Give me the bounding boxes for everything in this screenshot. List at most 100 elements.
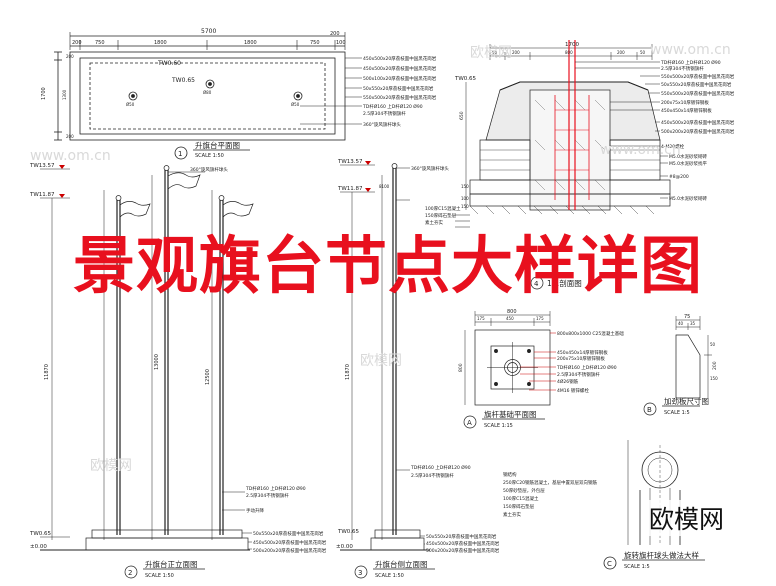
svg-text:450x450x14厚镀锌钢板: 450x450x14厚镀锌钢板 bbox=[557, 349, 608, 356]
svg-text:4M16 镀锌螺栓: 4M16 镀锌螺栓 bbox=[557, 387, 589, 394]
rib-text: 75 40 35 200 50 150 B 加劲板尺寸图 SCALE 1:5 bbox=[647, 314, 718, 416]
svg-text:650: 650 bbox=[459, 111, 465, 120]
view-number-circle bbox=[643, 402, 657, 416]
foundation-text: 800 175 450 175 800 800x800x1000 C25混凝土基… bbox=[458, 309, 624, 429]
svg-text:750: 750 bbox=[310, 40, 320, 46]
svg-text:Ø50: Ø50 bbox=[291, 102, 300, 107]
svg-text:A: A bbox=[467, 419, 472, 427]
watermark: 欧模网 bbox=[360, 353, 402, 369]
svg-text:200x75x10厚镀锌钢板: 200x75x10厚镀锌钢板 bbox=[557, 355, 605, 362]
svg-text:550x500x20厚荔枝面中国黑花岗岩: 550x500x20厚荔枝面中国黑花岗岩 bbox=[661, 73, 735, 80]
svg-text:1700: 1700 bbox=[41, 87, 47, 100]
svg-text:1: 1 bbox=[178, 150, 182, 158]
svg-text:450x500x20厚荔枝面中国黑花岗岩: 450x500x20厚荔枝面中国黑花岗岩 bbox=[363, 65, 437, 72]
svg-text:150厚碎石垫层: 150厚碎石垫层 bbox=[503, 503, 535, 510]
svg-text:800x800x1000 C25混凝土基础: 800x800x1000 C25混凝土基础 bbox=[557, 330, 624, 337]
svg-text:800: 800 bbox=[565, 50, 573, 55]
svg-text:500x100x20厚荔枝面中国黑花岗岩: 500x100x20厚荔枝面中国黑花岗岩 bbox=[363, 75, 437, 82]
foundation-plan bbox=[463, 311, 556, 429]
svg-text:50: 50 bbox=[710, 342, 716, 347]
elevation-mark: TW0.65 bbox=[454, 76, 477, 82]
elevation-mark: TW13.57 bbox=[337, 159, 363, 165]
svg-text:550x500x20厚荔枝面中国黑花岗岩: 550x500x20厚荔枝面中国黑花岗岩 bbox=[363, 94, 437, 101]
view-title: 1-1剖面图 bbox=[547, 278, 582, 288]
section-text: 1700 50 200 800 200 50 TW0.65 650 150 10… bbox=[425, 42, 735, 288]
svg-text:50x550x20厚荔枝面中国黑花岗岩: 50x550x20厚荔枝面中国黑花岗岩 bbox=[426, 533, 497, 540]
rib-plate-view bbox=[643, 316, 712, 416]
svg-text:100: 100 bbox=[336, 40, 346, 46]
svg-text:175: 175 bbox=[477, 316, 485, 321]
svg-text:SCALE 1:50: SCALE 1:50 bbox=[375, 573, 404, 579]
svg-text:TD杆Ø160 上D杆Ø120 Ø90: TD杆Ø160 上D杆Ø120 Ø90 bbox=[660, 59, 721, 66]
svg-text:100: 100 bbox=[461, 196, 469, 201]
svg-text:M5.0水泥砂浆砌砖: M5.0水泥砂浆砌砖 bbox=[669, 195, 708, 202]
svg-text:素土夯实: 素土夯实 bbox=[425, 219, 443, 226]
svg-text:2: 2 bbox=[128, 569, 132, 577]
view-number-circle bbox=[354, 565, 368, 579]
platform-outline bbox=[69, 51, 346, 141]
pole-base bbox=[128, 91, 138, 101]
banner-title: 景观旗台节点大样详图 bbox=[72, 229, 703, 302]
view-number-circle bbox=[603, 556, 617, 570]
svg-text:B: B bbox=[647, 406, 652, 414]
flagpole-center bbox=[163, 165, 170, 535]
svg-text:100厚C15混凝土: 100厚C15混凝土 bbox=[425, 205, 461, 212]
ball-text: C 旋转旗杆球头做法大样 SCALE 1:5 bbox=[607, 550, 699, 570]
svg-text:2.5厚304不锈钢旗杆: 2.5厚304不锈钢旗杆 bbox=[363, 110, 406, 117]
view-number-circle bbox=[530, 276, 544, 290]
svg-text:C: C bbox=[607, 560, 612, 568]
watermark: www.om.cn bbox=[600, 142, 681, 158]
elevation-mark: TW0.65 bbox=[337, 529, 360, 535]
svg-text:12500: 12500 bbox=[205, 369, 211, 385]
svg-text:50: 50 bbox=[640, 50, 646, 55]
svg-text:素土夯实: 素土夯实 bbox=[503, 511, 521, 518]
svg-text:50厚砂垫层，外包层: 50厚砂垫层，外包层 bbox=[503, 487, 545, 494]
svg-text:250厚C20钢筋混凝土，基层中置双层双向钢筋: 250厚C20钢筋混凝土，基层中置双层双向钢筋 bbox=[503, 479, 597, 486]
flag-center bbox=[167, 172, 201, 190]
platform-edge bbox=[89, 62, 326, 130]
view-title: 加劲板尺寸图 bbox=[664, 396, 709, 406]
svg-text:50x550x20厚荔枝面中国黑花岗岩: 50x550x20厚荔枝面中国黑花岗岩 bbox=[661, 81, 732, 88]
svg-text:75: 75 bbox=[684, 314, 690, 320]
svg-text:550x500x20厚荔枝面中国黑花岗岩: 550x500x20厚荔枝面中国黑花岗岩 bbox=[661, 90, 735, 97]
platform-body bbox=[370, 537, 425, 551]
svg-text:#8@200: #8@200 bbox=[669, 174, 689, 180]
elevation-mark: TW0.65 bbox=[29, 531, 52, 537]
svg-text:200: 200 bbox=[617, 50, 625, 55]
svg-text:200: 200 bbox=[66, 54, 74, 59]
svg-text:100厚C15混凝土: 100厚C15混凝土 bbox=[503, 495, 539, 502]
flagpole-left bbox=[115, 195, 122, 535]
svg-text:M5.0水泥砂浆找平: M5.0水泥砂浆找平 bbox=[669, 160, 708, 167]
svg-text:450x450x14厚镀锌钢板: 450x450x14厚镀锌钢板 bbox=[661, 107, 712, 114]
svg-text:TD杆Ø160 上D杆Ø120 Ø90: TD杆Ø160 上D杆Ø120 Ø90 bbox=[410, 464, 471, 471]
svg-text:SCALE 1:50: SCALE 1:50 bbox=[145, 573, 174, 579]
plan-text: 5700 200 750 1800 1800 750 100 200 1700 … bbox=[41, 28, 437, 159]
svg-text:800: 800 bbox=[458, 363, 464, 372]
svg-text:200: 200 bbox=[72, 40, 82, 46]
pole-base bbox=[205, 79, 215, 89]
svg-text:200: 200 bbox=[512, 50, 520, 55]
svg-text:360°旋风旗杆球头: 360°旋风旗杆球头 bbox=[190, 166, 228, 173]
plan-view bbox=[54, 32, 362, 160]
svg-text:TD杆Ø160 上D杆Ø120 Ø90: TD杆Ø160 上D杆Ø120 Ø90 bbox=[362, 103, 423, 110]
svg-text:4-M20螺栓: 4-M20螺栓 bbox=[661, 143, 685, 150]
svg-text:2.5厚304不锈钢旗杆: 2.5厚304不锈钢旗杆 bbox=[411, 472, 454, 479]
foundation-block bbox=[474, 329, 551, 406]
flagpole-side bbox=[391, 163, 398, 535]
svg-text:4: 4 bbox=[534, 280, 539, 288]
svg-text:150: 150 bbox=[710, 376, 718, 381]
svg-text:500x200x20厚荔枝面中国黑花岗岩: 500x200x20厚荔枝面中国黑花岗岩 bbox=[661, 128, 735, 135]
footing-layer bbox=[469, 193, 671, 207]
front-text: TW13.57 TW11.87 TW0.65 ±0.00 11870 13000… bbox=[29, 163, 327, 579]
svg-text:40: 40 bbox=[678, 321, 684, 326]
svg-text:360°旋风旗杆球头: 360°旋风旗杆球头 bbox=[363, 121, 401, 128]
svg-text:4Ø26钢筋: 4Ø26钢筋 bbox=[557, 378, 579, 385]
material-legend: 钢结构 250厚C20钢筋混凝土，基层中置双层双向钢筋 50厚砂垫层，外包层 1… bbox=[503, 471, 597, 518]
flagpole-right bbox=[218, 195, 225, 535]
svg-text:SCALE 1:5: SCALE 1:5 bbox=[664, 410, 690, 416]
svg-text:50x550x20厚荔枝面中国黑花岗岩: 50x550x20厚荔枝面中国黑花岗岩 bbox=[363, 85, 434, 92]
svg-text:8100: 8100 bbox=[379, 184, 390, 189]
svg-text:150厚碎石垫层: 150厚碎石垫层 bbox=[425, 212, 457, 219]
svg-text:750: 750 bbox=[95, 40, 105, 46]
